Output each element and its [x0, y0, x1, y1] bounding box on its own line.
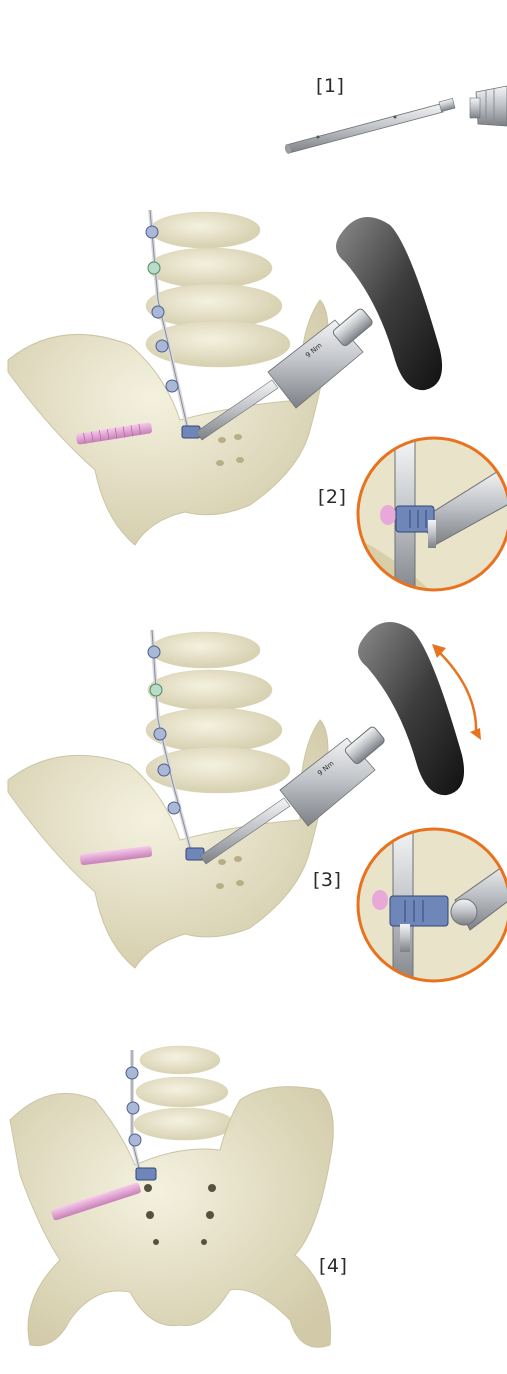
step1-coupling: [470, 86, 507, 126]
step3-spine-pelvis: [8, 630, 328, 968]
step3-detail-magnifier-icon: [356, 827, 507, 990]
step-label-2: [2]: [318, 486, 346, 508]
step-label-1: [1]: [316, 75, 344, 97]
step2-detail-magnifier-icon: [356, 436, 507, 600]
step-label-3: [3]: [313, 869, 341, 891]
step4-pelvis-front: [10, 1046, 333, 1347]
step1-instrument-shaft: [284, 98, 455, 154]
step-label-4: [4]: [319, 1255, 347, 1277]
